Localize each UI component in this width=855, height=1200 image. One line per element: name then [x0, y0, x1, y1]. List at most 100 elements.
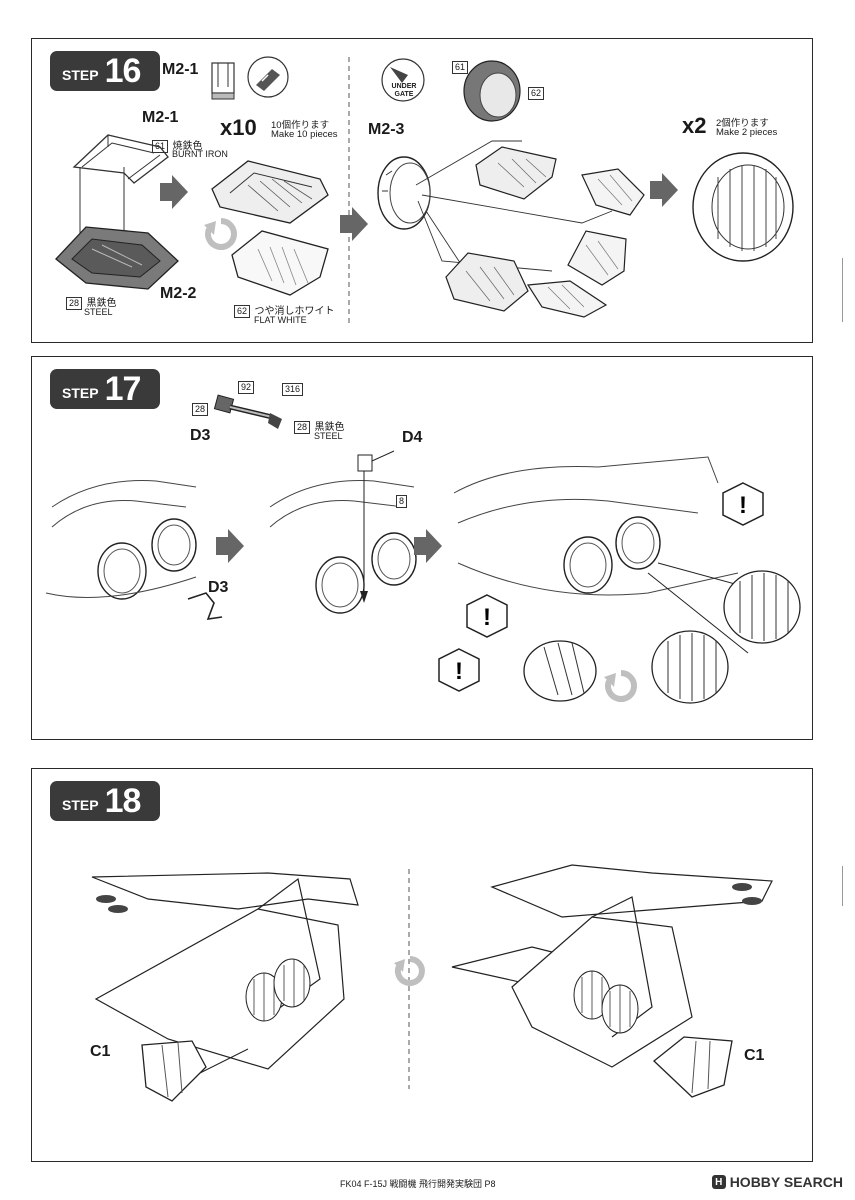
- side-marker-top: [842, 258, 849, 322]
- step-16-panel: STEP 16 M2-1 M2-1 61 焼鉄色 BURNT IRON: [31, 38, 813, 343]
- part-c1-left: C1: [90, 1043, 111, 1060]
- step-18-badge: STEP 18: [50, 781, 160, 821]
- num-316: 316: [282, 383, 304, 396]
- multiplier-x2: x2: [682, 113, 707, 138]
- footer-text: FK04 F-15J 戦闘機 飛行開発実験団 P8: [340, 1179, 496, 1189]
- flap-drawing-1: [475, 146, 557, 200]
- aircraft-tail-right: [451, 864, 773, 1068]
- part-d4: D4: [402, 429, 423, 446]
- paint-28: 28 黒鉄色: [66, 293, 116, 311]
- warning-icon-bottom: !: [438, 648, 480, 692]
- part-m2-1-top: M2-1: [162, 61, 199, 78]
- part-num-28a: 28: [192, 399, 209, 417]
- part-c1-right: C1: [744, 1047, 765, 1064]
- color-jp-28b: 黒鉄色: [314, 422, 345, 433]
- multiplier-x2-jp: 2個作ります: [716, 118, 769, 129]
- aircraft-tail-left: [91, 872, 359, 1080]
- flow-arrow-17a: [216, 529, 244, 563]
- step-16-badge: STEP 16: [50, 51, 160, 91]
- step-label: STEP: [62, 797, 99, 813]
- color-en-28: STEEL: [84, 307, 113, 317]
- flow-arrow-17b: [414, 529, 442, 563]
- step-18-divider: [408, 869, 410, 1089]
- step-label: STEP: [62, 67, 99, 83]
- flap-drawing-2: [581, 168, 645, 216]
- d3-bracket-drawing: [187, 592, 223, 620]
- step-number: 18: [104, 782, 142, 820]
- sprue-icon: [211, 56, 289, 100]
- c1-part-right: [653, 1036, 733, 1098]
- nozzle-ring-drawing: [463, 60, 521, 122]
- under-gate-label: UNDER GATE: [391, 83, 417, 98]
- warning-symbol-2: !: [483, 604, 491, 631]
- color-num-62: 62: [234, 305, 251, 318]
- part-d3: D3: [190, 427, 211, 444]
- step-16-divider: [348, 57, 350, 327]
- step-number: 16: [104, 52, 142, 90]
- flap-drawing-3: [567, 230, 627, 286]
- paint-62: 62 つや消しホワイト: [234, 301, 334, 319]
- num-28a: 28: [192, 403, 209, 416]
- nozzle-base-ring: [377, 156, 431, 230]
- flap-drawing-5: [526, 280, 608, 318]
- flap-drawing-4: [445, 252, 529, 312]
- m2-2-base-drawing: [55, 226, 179, 290]
- footer: FK04 F-15J 戦闘機 飛行開発実験団 P8 H HOBBY SEARCH: [0, 1174, 855, 1194]
- part-d3-b: D3: [208, 579, 229, 596]
- multiplier-x10: x10: [220, 115, 257, 140]
- engine-bay-middle: [269, 480, 417, 614]
- logo-text: HOBBY SEARCH: [729, 1174, 843, 1190]
- finished-nozzle-drawing: [692, 152, 794, 262]
- step-number: 17: [104, 370, 142, 408]
- part-num-8: 8: [396, 491, 408, 509]
- part-61-label: 61: [452, 61, 469, 74]
- flow-arrow-1: [160, 175, 188, 209]
- side-marker-bottom: [842, 866, 849, 906]
- rotate-icon: [204, 218, 237, 250]
- part-m2-2: M2-2: [160, 285, 197, 302]
- part-num-62: 62: [528, 83, 545, 101]
- color-en-61: BURNT IRON: [172, 149, 228, 159]
- warning-icon-top: !: [722, 482, 764, 526]
- warning-symbol-1: !: [739, 492, 747, 519]
- flow-arrow-3: [650, 173, 678, 207]
- hobby-search-logo[interactable]: H HOBBY SEARCH: [711, 1174, 843, 1190]
- multiplier-x10-jp: 10個作ります: [271, 120, 330, 131]
- color-jp-61: 焼鉄色: [172, 141, 203, 152]
- multiplier-x10-en: Make 10 pieces: [271, 129, 338, 140]
- step-17-panel: STEP 17 28 92 316 D3 28 黒鉄色 STEEL D3: [31, 356, 813, 740]
- under-gate-icon: [381, 58, 425, 102]
- d3-rod-drawing: [213, 394, 282, 429]
- step-17-badge: STEP 17: [50, 369, 160, 409]
- multiplier-x2-en: Make 2 pieces: [716, 127, 778, 138]
- color-en-62: FLAT WHITE: [254, 315, 307, 325]
- num-92: 92: [238, 381, 255, 394]
- part-62-label: 62: [528, 87, 545, 100]
- d4-clip-drawing: [357, 450, 395, 603]
- flap-assembled-drawing: [211, 160, 329, 224]
- nozzle-right-upper: [723, 570, 801, 644]
- step-18-panel: STEP 18 C1 C1: [31, 768, 813, 1162]
- step-label: STEP: [62, 385, 99, 401]
- rotate-icon-17: [604, 670, 637, 702]
- part-num-61: 61: [452, 57, 469, 75]
- nozzle-left-lower: [523, 640, 597, 702]
- color-en-28b: STEEL: [314, 431, 343, 441]
- engine-bay-right: [453, 456, 769, 654]
- part-num-92: 92: [238, 377, 255, 395]
- part-m2-1: M2-1: [142, 109, 179, 126]
- flap-white-drawing: [231, 230, 329, 296]
- nozzle-right-lower: [651, 630, 729, 704]
- paint-28b: 28 黒鉄色: [294, 417, 344, 435]
- color-num-28: 28: [66, 297, 83, 310]
- num-8: 8: [396, 495, 408, 508]
- rotate-icon-18: [394, 956, 425, 986]
- color-jp-62: つや消しホワイト: [254, 306, 335, 317]
- part-m2-3: M2-3: [368, 121, 405, 138]
- color-jp-28: 黒鉄色: [86, 298, 117, 309]
- num-28b: 28: [294, 421, 311, 434]
- engine-bay-left: [45, 480, 197, 600]
- warning-symbol-3: !: [455, 658, 463, 685]
- warning-icon-middle: !: [466, 594, 508, 638]
- part-num-316: 316: [282, 379, 304, 397]
